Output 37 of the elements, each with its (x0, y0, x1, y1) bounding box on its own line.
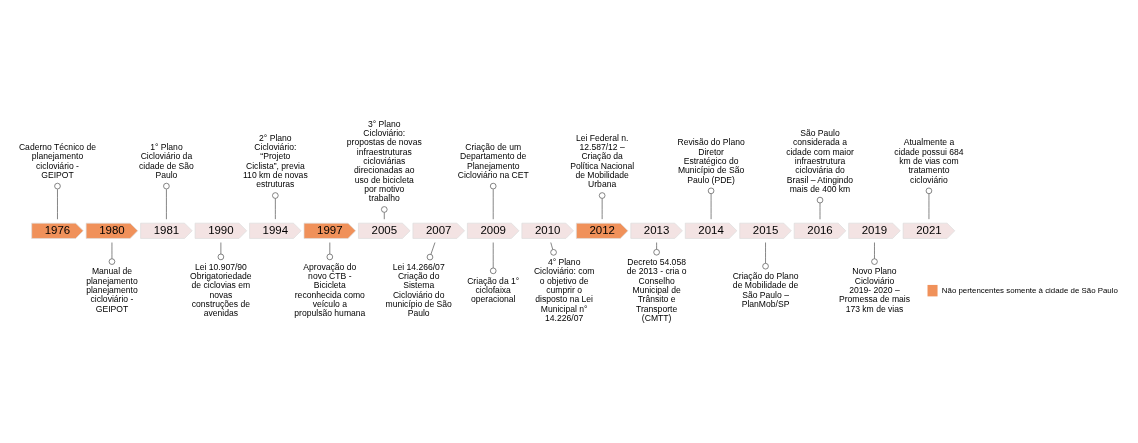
connector (816, 196, 824, 220)
connector (490, 182, 497, 220)
connector (871, 242, 878, 265)
node-text: 4° Plano Cicloviário: com o objetivo de cumprir o disposto na Lei Municipal n° 14.226/07 (533, 256, 595, 323)
node-text: 3° Plano Cicloviário: propostas de novas infraestruturas cicloviárias direcionadas ao uso de bicicleta por motivo trabalho (346, 118, 422, 204)
node-text: Atualmente a cidade possui 684 km de vias com tratamento cicloviário (894, 137, 964, 185)
connector (272, 192, 279, 220)
connector (217, 242, 225, 261)
node-text: Lei 14.266/07 Criação do Sistema Cicloviário do município de São Paulo (385, 261, 452, 319)
connector (54, 182, 61, 220)
connector (598, 192, 606, 220)
connector (108, 242, 116, 265)
connector (762, 242, 769, 270)
node-text: Criação do Plano de Mobilidade de São Paulo – PlanMob/SP (732, 270, 799, 309)
node-text: São Paulo considerada a cidade com maior infraestrutura cicloviária do Brasil – Atingindo mais de 400 km (786, 127, 854, 194)
connector (550, 242, 557, 256)
connector (707, 187, 715, 220)
connector (653, 242, 660, 256)
connector (490, 242, 497, 275)
node-text: Revisão do Plano Diretor Estratégico do Município de São Paulo (PDE) (677, 137, 745, 185)
connector (381, 206, 388, 220)
node-text: Lei Federal n. 12.587/12 – Criação da Política Nacional de Mobilidade Urbana (570, 132, 635, 190)
connector (426, 242, 436, 261)
node-text: Lei 10.907/90 Obrigatoriedade de ciclovias em novas construções de avenidas (190, 261, 252, 319)
connector (163, 182, 170, 220)
node-text: Manual de planejamento planejamento cicloviário - GEIPOT (86, 266, 138, 314)
connector (925, 187, 933, 220)
node-text: Criação de um Departamento de Planejamento Cicloviário na CET (457, 141, 529, 180)
node-text: Criação da 1° ciclofaixa operacional (467, 275, 520, 305)
connector (326, 242, 334, 261)
node-text: Decreto 54.058 de 2013 - cria o Conselho Municipal de Trânsito e Transporte (CMTT) (626, 256, 687, 323)
node-text: Caderno Técnico de planejamento cicloviário - GEIPOT (18, 141, 97, 180)
node-text: 2° Plano Cicloviário: “Projeto Ciclista”, previa 110 km de novas estruturas (242, 132, 308, 190)
node-text: 1° Plano Cicloviário da cidade de São Paulo (138, 141, 194, 180)
legend-label: Não pertencentes somente à cidade de São Paulo (941, 285, 1118, 295)
node-text: Aprovação do novo CTB - Bicicleta reconhecida como veículo a propulsão humana (294, 261, 366, 319)
node-text: Novo Plano Cicloviário 2019- 2020 – Promessa de mais 173 km de vias (838, 266, 910, 314)
